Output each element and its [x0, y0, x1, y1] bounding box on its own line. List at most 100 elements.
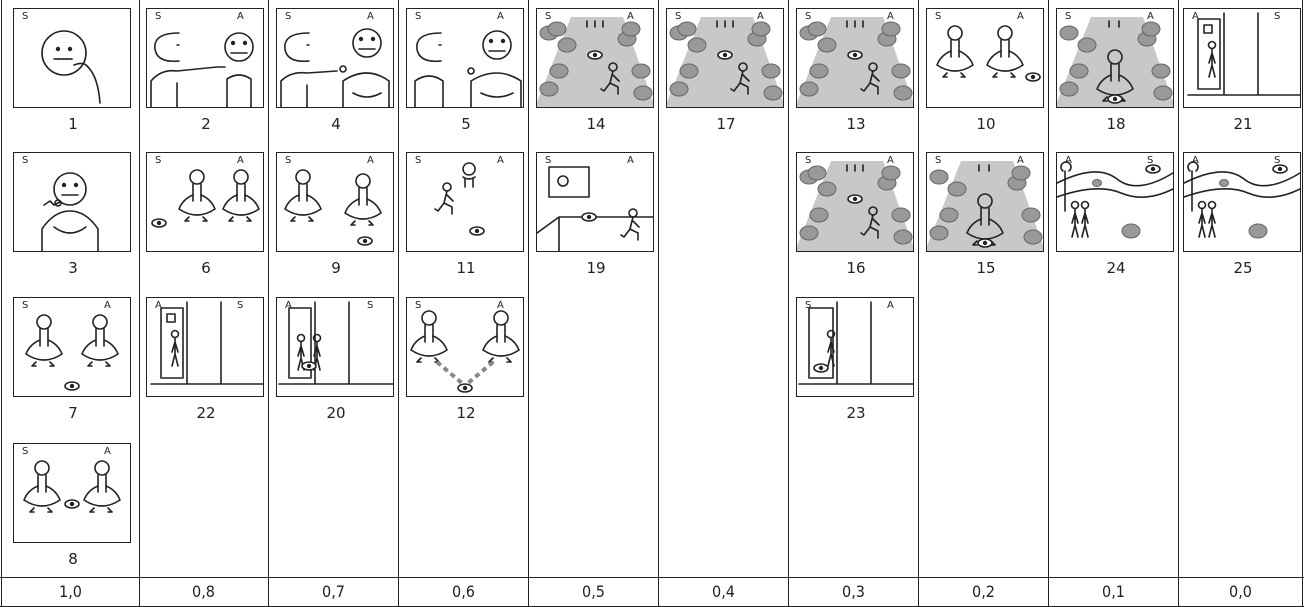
figure-letter: A: [367, 155, 374, 166]
scene-illustration: [14, 444, 130, 542]
figure-letter: A: [367, 11, 374, 22]
figure-letter: S: [155, 155, 161, 166]
pictogram-number: 6: [146, 258, 266, 278]
figure-letter: A: [1192, 11, 1199, 22]
figure-letter: S: [155, 11, 161, 22]
figure-letter: S: [22, 446, 28, 457]
scene-illustration: [797, 9, 913, 107]
figure-letter: S: [805, 155, 811, 166]
scene-illustration: [1184, 153, 1300, 251]
column-value-label: 0,5: [529, 579, 658, 605]
pictogram-number: 18: [1056, 114, 1176, 134]
column-value-label: 0,8: [139, 579, 268, 605]
pictogram-number: 15: [926, 258, 1046, 278]
scene-illustration: [927, 153, 1043, 251]
pictogram-number: 14: [536, 114, 656, 134]
figure-letter: A: [104, 446, 111, 457]
figure-letter: S: [1147, 155, 1153, 166]
pictogram-frame: S: [13, 8, 131, 108]
scene-illustration: [147, 298, 263, 396]
pictogram-number: 13: [796, 114, 916, 134]
figure-letter: A: [627, 11, 634, 22]
pictogram-number: 17: [666, 114, 786, 134]
column-value-label: 0,6: [399, 579, 528, 605]
figure-letter: S: [415, 300, 421, 311]
pictogram-number: 8: [13, 549, 133, 569]
figure-letter: A: [757, 11, 764, 22]
scene-illustration: [277, 9, 393, 107]
figure-letter: A: [1192, 155, 1199, 166]
figure-letter: S: [1274, 155, 1280, 166]
figure-letter: A: [497, 11, 504, 22]
pictogram-number: 12: [406, 403, 526, 423]
column-value-label: 0,3: [789, 579, 918, 605]
figure-letter: S: [805, 11, 811, 22]
pictogram-number: 19: [536, 258, 656, 278]
figure-letter: S: [367, 300, 373, 311]
pictogram-frame: S: [13, 152, 131, 252]
figure-letter: A: [887, 155, 894, 166]
scene-illustration: [14, 298, 130, 396]
pictogram-number: 10: [926, 114, 1046, 134]
figure-letter: A: [237, 155, 244, 166]
figure-letter: S: [545, 11, 551, 22]
value-row-divider: [0, 577, 1304, 578]
figure-letter: A: [887, 300, 894, 311]
column-value-label: 0,2: [919, 579, 1048, 605]
pictogram-card: S A 13: [796, 8, 916, 134]
scene-illustration: [277, 153, 393, 251]
figure-letter: S: [285, 155, 291, 166]
scene-illustration: [927, 9, 1043, 107]
figure-letter: S: [545, 155, 551, 166]
figure-letter: A: [627, 155, 634, 166]
column-value-label: 0,7: [269, 579, 398, 605]
pictogram-number: 7: [13, 403, 133, 423]
figure-letter: S: [237, 300, 243, 311]
scene-illustration: [14, 9, 130, 107]
figure-letter: S: [935, 155, 941, 166]
pictogram-number: 20: [276, 403, 396, 423]
pictogram-number: 1: [13, 114, 133, 134]
scene-illustration: [537, 9, 653, 107]
scene-illustration: [407, 153, 523, 251]
figure-letter: A: [887, 11, 894, 22]
pictogram-number: 16: [796, 258, 916, 278]
